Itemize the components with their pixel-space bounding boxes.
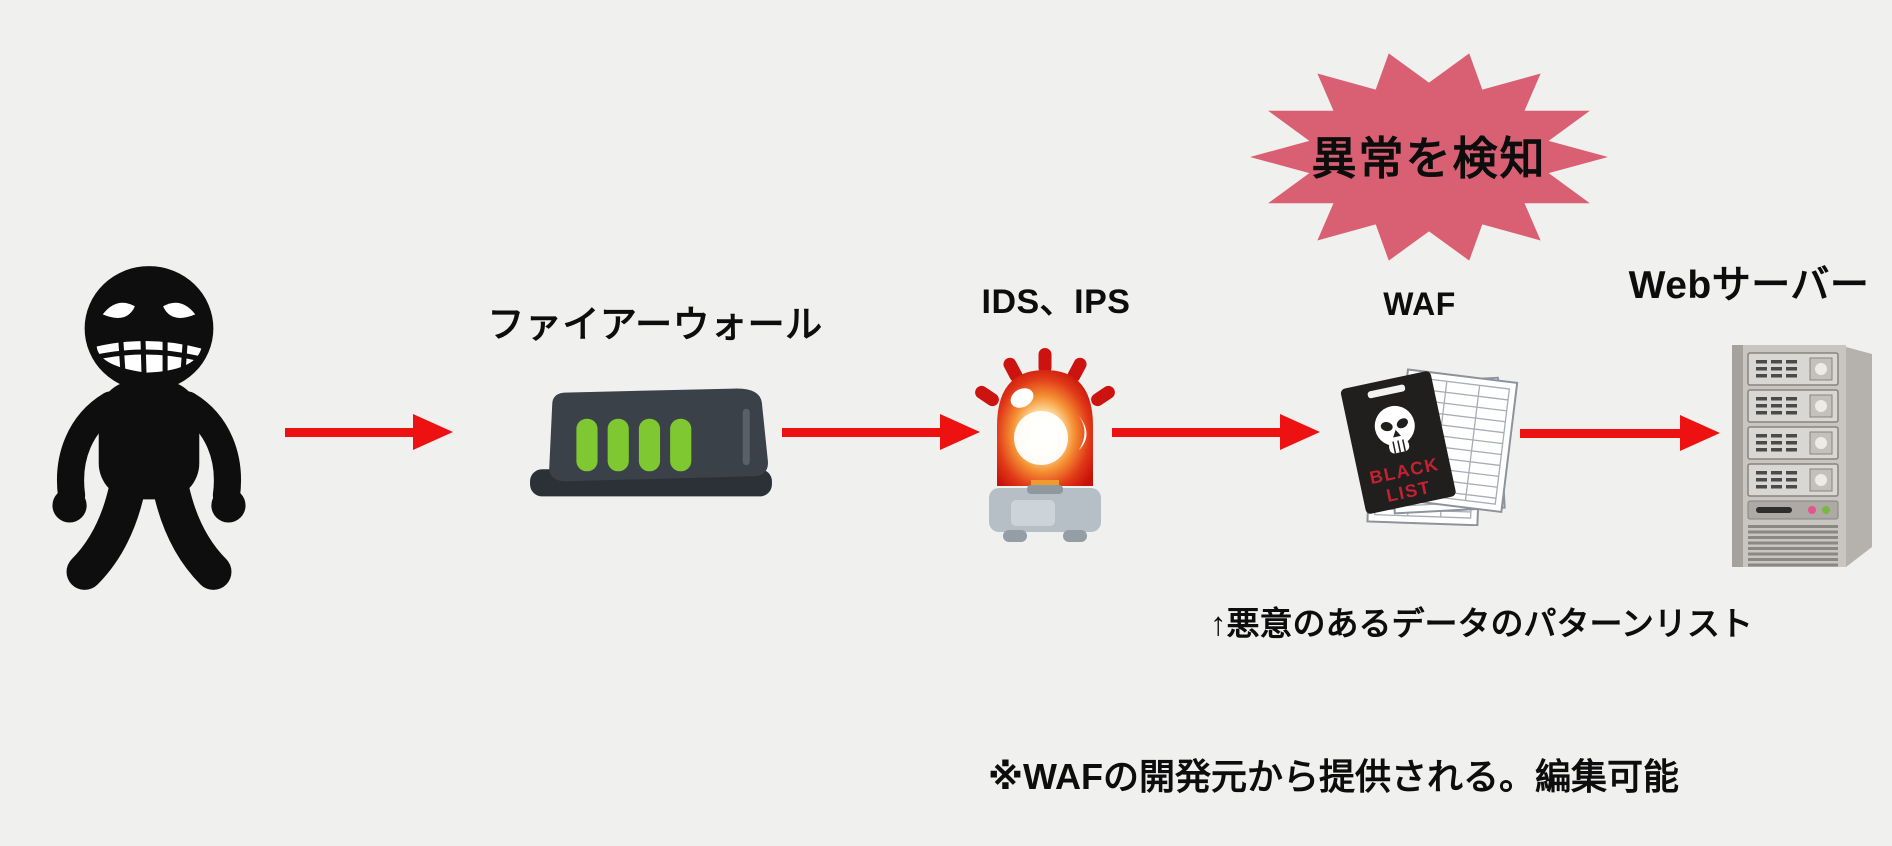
waf-label: WAF: [1383, 286, 1456, 322]
arrow-shaft: [285, 427, 413, 437]
alert-burst: 異常を検知: [1248, 44, 1610, 270]
flow-arrow-attacker-to-firewall: [285, 414, 453, 450]
alert-burst-text: 異常を検知: [1311, 132, 1547, 184]
attacker-icon: [38, 252, 260, 604]
pattern-list-caption: ↑悪意のあるデータのパターンリスト: [1210, 605, 1753, 642]
arrow-shaft: [782, 427, 940, 437]
note-caption: ※WAFの開発元から提供される。編集可能: [988, 756, 1679, 797]
flow-arrow-ids-to-waf: [1112, 414, 1320, 450]
flow-arrow-waf-to-server: [1520, 415, 1720, 451]
server-icon: [1726, 340, 1878, 574]
blacklist-icon: BLACK LIST: [1330, 358, 1530, 526]
arrow-head: [1280, 414, 1320, 450]
firewall-label: ファイアーウォール: [487, 304, 823, 345]
flow-arrow-firewall-to-ids: [782, 414, 980, 450]
starburst-icon: [1250, 53, 1608, 261]
ids-ips-label: IDS、IPS: [981, 283, 1131, 321]
web-server-label: Webサーバー: [1628, 264, 1870, 307]
arrow-shaft: [1112, 427, 1280, 437]
arrow-head: [413, 414, 453, 450]
arrow-head: [1680, 415, 1720, 451]
siren-icon: [974, 334, 1116, 546]
firewall-icon: [526, 386, 780, 500]
arrow-shaft: [1520, 428, 1680, 438]
arrow-head: [940, 414, 980, 450]
